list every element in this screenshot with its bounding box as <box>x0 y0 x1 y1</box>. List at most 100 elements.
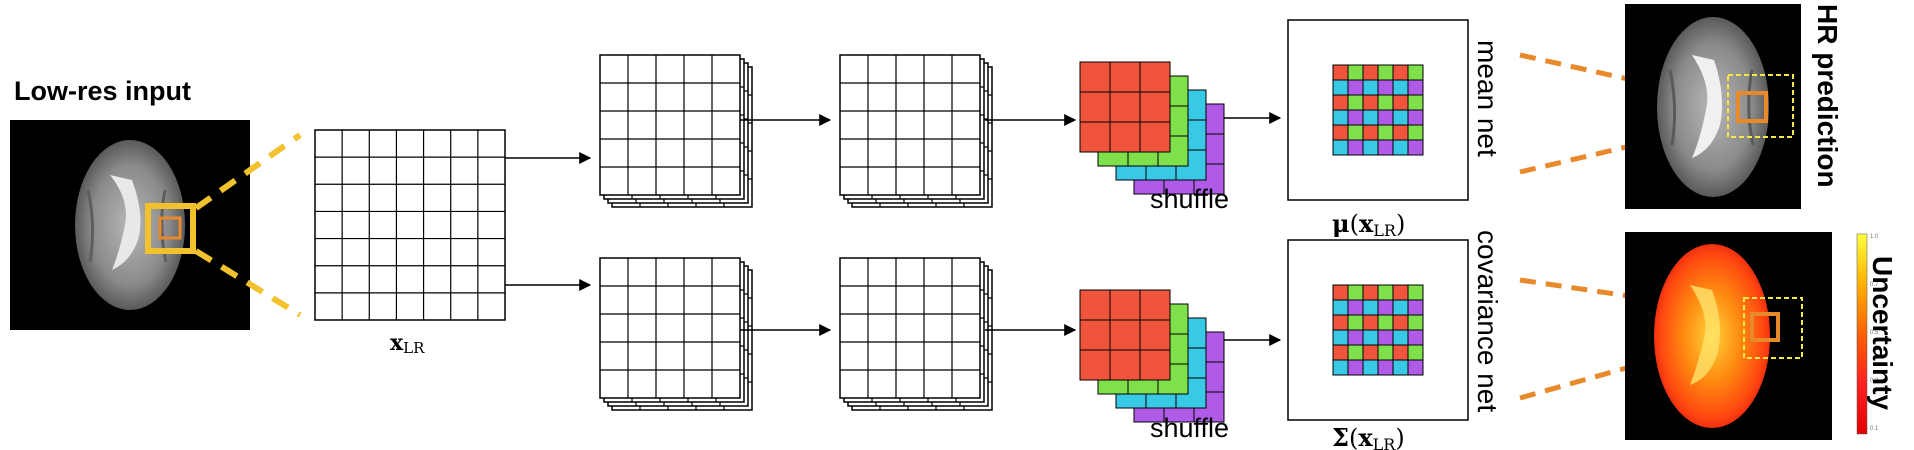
covariance-mosaic-cell <box>1407 284 1424 301</box>
zoom-guide-top <box>194 132 302 211</box>
mean-mosaic-cell <box>1332 124 1349 141</box>
covariance-mosaic-cell <box>1362 299 1379 316</box>
covariance-mosaic-cell <box>1377 284 1394 301</box>
covariance-mosaic-cell <box>1332 284 1349 301</box>
mean-mosaic-cell <box>1347 94 1364 111</box>
mean-mosaic-cell <box>1347 64 1364 81</box>
covariance-mosaic-cell <box>1332 299 1349 316</box>
covariance-mosaic-cell <box>1377 299 1394 316</box>
mean-stack-1 <box>599 54 753 208</box>
covariance-mosaic-cell <box>1392 284 1409 301</box>
covariance-mosaic-cell <box>1362 359 1379 376</box>
covariance-mosaic-cell <box>1392 329 1409 346</box>
covariance-mosaic-cell <box>1332 359 1349 376</box>
uncertainty-highlight-box <box>1743 297 1803 359</box>
mean-mosaic-cell <box>1377 124 1394 141</box>
mean-mosaic-cell <box>1347 124 1364 141</box>
colorbar-tick-label: 0.1 <box>1870 426 1879 432</box>
hr-prediction-panel <box>1625 4 1801 209</box>
covariance-stack-1 <box>599 257 753 411</box>
mean-mosaic-cell <box>1377 94 1394 111</box>
uncertainty-brain-heatmap <box>1654 244 1770 428</box>
input-zoom-box-yellow <box>145 203 196 254</box>
covariance-mosaic-cell <box>1347 284 1364 301</box>
covariance-mosaic-cell <box>1407 329 1424 346</box>
mean-mosaic-cell <box>1407 64 1424 81</box>
mean-mosaic-cell <box>1332 139 1349 156</box>
shuffle-block-covariance <box>1079 289 1225 423</box>
shuffle-mean-layer-0 <box>1079 61 1171 153</box>
mean-mosaic-cell <box>1347 79 1364 96</box>
mean-mosaic-cell <box>1392 139 1409 156</box>
colorbar-tick-label: 0.5 <box>1870 330 1879 336</box>
covariance-output-label: Σ(xLR) <box>1332 423 1405 450</box>
mean-mosaic-cell <box>1377 139 1394 156</box>
mean-mosaic-cell <box>1362 139 1379 156</box>
mean-mosaic-cell <box>1347 139 1364 156</box>
mean-output-label: μ(xLR) <box>1332 209 1405 240</box>
mean-mosaic-cell <box>1362 94 1379 111</box>
mean-mosaic-cell <box>1332 79 1349 96</box>
mean-mosaic-cell <box>1332 109 1349 126</box>
feature-stacks <box>599 54 993 411</box>
input-panel: Low-res input <box>10 76 302 330</box>
mean-mosaic-cell <box>1407 94 1424 111</box>
covariance-mosaic-cell <box>1362 344 1379 361</box>
mean-mosaic-cell <box>1407 124 1424 141</box>
covariance-mosaic-cell <box>1347 314 1364 331</box>
covariance-mosaic-cell <box>1407 359 1424 376</box>
covariance-mosaic-cell <box>1392 314 1409 331</box>
colorbar-tick-label: 1.0 <box>1870 234 1879 240</box>
input-grid <box>314 129 506 321</box>
covariance-stack-2 <box>839 257 993 411</box>
covariance-mosaic-cell <box>1347 329 1364 346</box>
uncertainty-zoom-box <box>1750 312 1780 342</box>
result-guide-bottom-2 <box>1519 347 1691 401</box>
mean-mosaic-cell <box>1332 64 1349 81</box>
shuffle-label-mean: shuffle <box>1150 184 1229 214</box>
covariance-mosaic-cell <box>1362 284 1379 301</box>
mean-mosaic-cell <box>1377 79 1394 96</box>
covariance-mosaic-cell <box>1377 329 1394 346</box>
uncertainty-panel: 1.0 0.7 0.5 0.3 0.1 <box>1625 232 1879 440</box>
covariance-mosaic-cell <box>1332 314 1349 331</box>
mean-net-label: mean net <box>1472 40 1503 157</box>
mean-mosaic-cell <box>1362 124 1379 141</box>
uncertainty-colorbar <box>1856 233 1868 435</box>
hr-prediction-title: HR prediction <box>1812 4 1843 188</box>
mean-stack-2 <box>839 54 993 208</box>
covariance-mosaic-cell <box>1347 359 1364 376</box>
mean-mosaic-cell <box>1407 79 1424 96</box>
hr-highlight-box <box>1727 74 1794 138</box>
mean-mosaic-cell <box>1392 64 1409 81</box>
mean-mosaic-cell <box>1362 109 1379 126</box>
input-title: Low-res input <box>14 76 191 106</box>
covariance-mosaic-cell <box>1347 299 1364 316</box>
covariance-mosaic-cell <box>1407 299 1424 316</box>
mean-mosaic-cell <box>1392 124 1409 141</box>
colorbar-tick-label: 0.3 <box>1870 378 1879 384</box>
mean-mosaic-cell <box>1407 139 1424 156</box>
input-brain-image <box>75 140 185 310</box>
shuffle-covariance-layer-0 <box>1079 289 1171 381</box>
hr-prediction-brain-image <box>1657 17 1769 197</box>
covariance-mosaic-cell <box>1377 344 1394 361</box>
mean-mosaic-cell <box>1362 64 1379 81</box>
covariance-mosaic-cell <box>1377 359 1394 376</box>
mean-mosaic-cell <box>1392 109 1409 126</box>
mean-mosaic-cell <box>1392 94 1409 111</box>
covariance-mosaic-cell <box>1392 344 1409 361</box>
input-grid-cells <box>314 129 506 321</box>
colorbar-tick-label: 0.7 <box>1870 282 1879 288</box>
input-grid-label: xLR <box>390 330 425 357</box>
covariance-output-mosaic <box>1332 284 1424 376</box>
covariance-mosaic-cell <box>1362 314 1379 331</box>
covariance-mosaic-cell <box>1377 314 1394 331</box>
covariance-net-label: covariance net <box>1472 230 1503 412</box>
mean-stack-2-layer <box>839 54 981 196</box>
mean-mosaic-cell <box>1377 64 1394 81</box>
mean-output-mosaic <box>1332 64 1424 156</box>
result-guide-top-1 <box>1519 52 1701 98</box>
covariance-mosaic-cell <box>1332 329 1349 346</box>
